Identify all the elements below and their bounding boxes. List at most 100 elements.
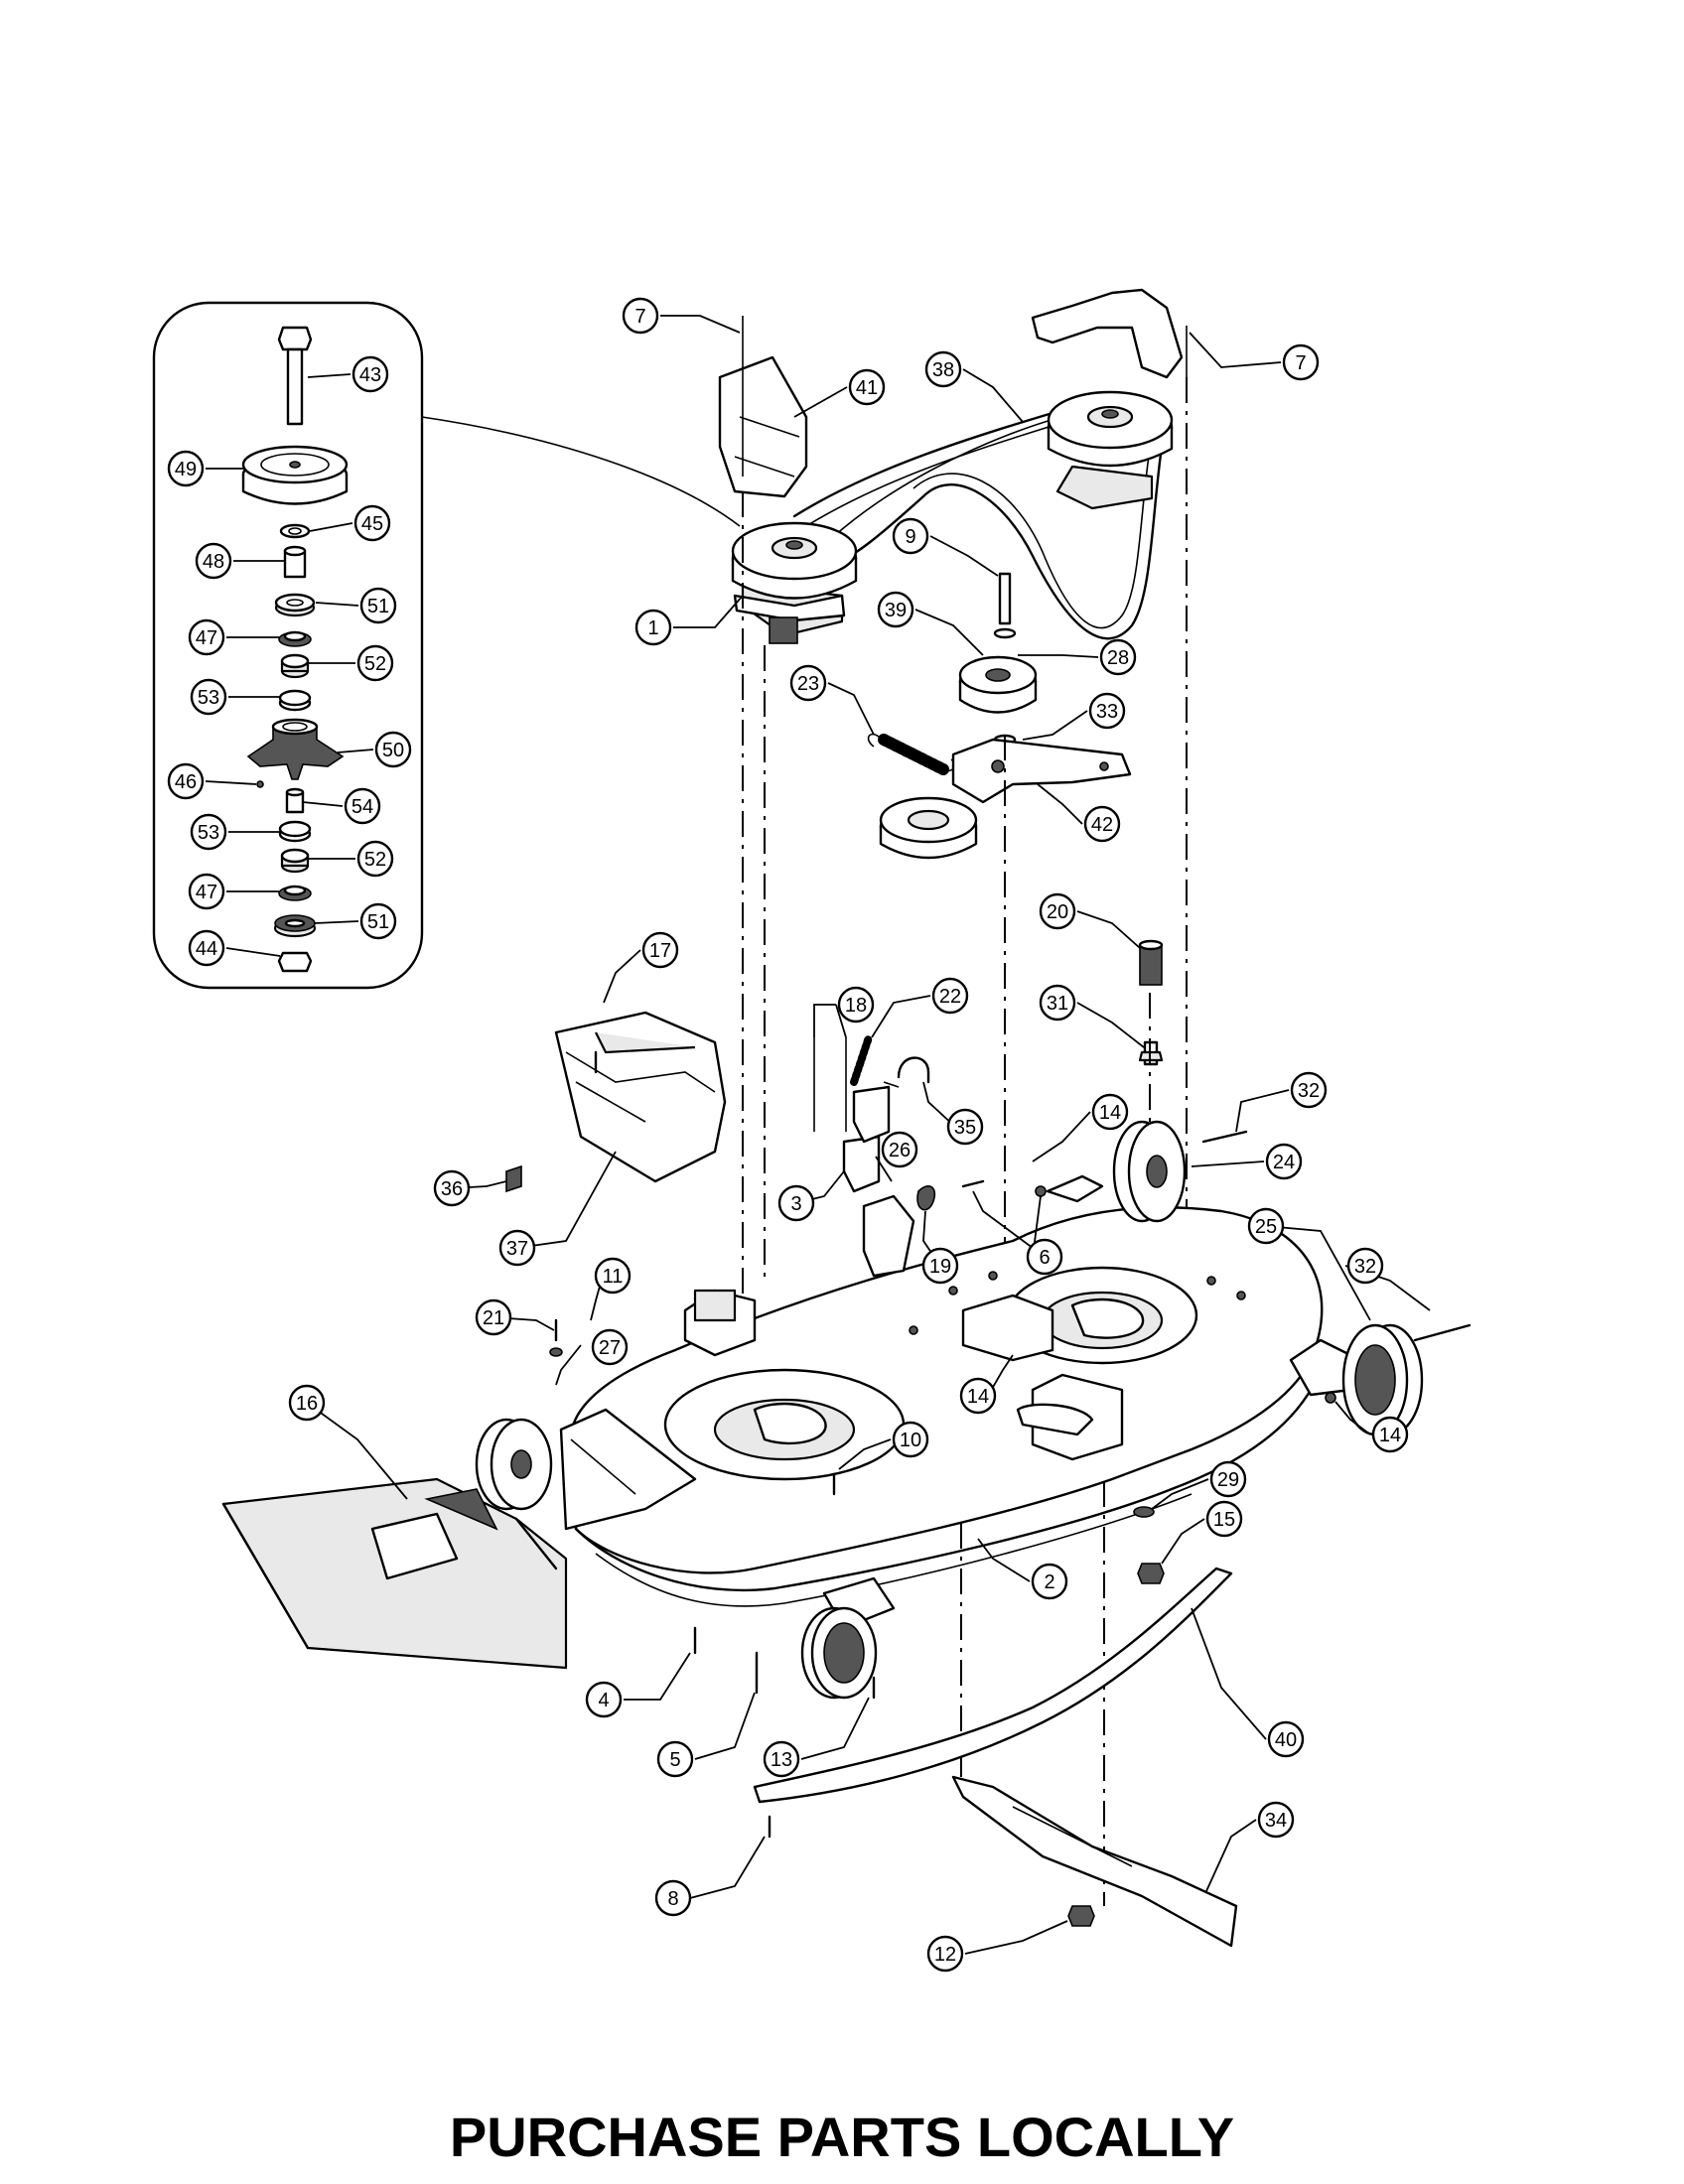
callout-c35: 35 bbox=[946, 1108, 984, 1146]
spindle-housing-50 bbox=[246, 718, 345, 780]
idler-assembly bbox=[958, 572, 1038, 746]
callout-c47a: 47 bbox=[188, 618, 225, 656]
callout-number: 5 bbox=[669, 1749, 680, 1771]
callout-circle bbox=[190, 813, 227, 851]
callout-circle bbox=[190, 678, 227, 716]
spindle-pulley-49 bbox=[241, 445, 349, 505]
race-53a bbox=[278, 689, 312, 712]
callout-number: 48 bbox=[203, 551, 224, 573]
callout-c47b: 47 bbox=[188, 873, 225, 910]
callout-circle bbox=[1257, 1801, 1295, 1839]
callout-c40: 40 bbox=[1267, 1720, 1305, 1758]
callout-c23: 23 bbox=[789, 664, 827, 702]
callout-c14b: 14 bbox=[959, 1377, 997, 1415]
callout-c2: 2 bbox=[1031, 1563, 1068, 1600]
callout-c4: 4 bbox=[585, 1681, 623, 1718]
callout-circle bbox=[946, 1108, 984, 1146]
callout-number: 54 bbox=[351, 796, 373, 818]
callout-number: 36 bbox=[441, 1178, 463, 1200]
callout-circle bbox=[433, 1169, 471, 1207]
callout-c10: 10 bbox=[892, 1421, 929, 1458]
callout-c7b: 7 bbox=[1282, 343, 1320, 381]
callout-circle bbox=[1083, 805, 1121, 843]
callout-c41: 41 bbox=[848, 368, 886, 406]
callout-circle bbox=[1039, 892, 1076, 930]
callout-circle bbox=[1282, 343, 1320, 381]
callout-circle bbox=[356, 644, 394, 682]
callout-number: 13 bbox=[771, 1749, 792, 1771]
callout-circle bbox=[931, 977, 969, 1015]
callout-c50: 50 bbox=[374, 731, 412, 768]
callout-number: 45 bbox=[361, 513, 383, 535]
baffle-40 bbox=[753, 1567, 1233, 1804]
callout-c53a: 53 bbox=[190, 678, 227, 716]
callout-circle bbox=[353, 504, 391, 542]
callout-number: 47 bbox=[196, 882, 217, 903]
callout-number: 16 bbox=[296, 1393, 318, 1415]
callout-number: 7 bbox=[634, 306, 645, 328]
callout-circle bbox=[641, 931, 679, 969]
callout-c32b: 32 bbox=[1346, 1247, 1384, 1285]
callout-circle bbox=[195, 542, 232, 580]
axle-bolt-32a bbox=[1201, 1130, 1248, 1144]
callout-circle bbox=[1091, 1093, 1129, 1131]
belt-shield-41 bbox=[718, 355, 808, 498]
callout-c11: 11 bbox=[594, 1257, 632, 1295]
callout-number: 12 bbox=[934, 1944, 956, 1966]
fasteners bbox=[549, 1050, 1336, 1927]
callout-number: 53 bbox=[198, 687, 219, 709]
callout-c54: 54 bbox=[344, 787, 381, 825]
callout-c34: 34 bbox=[1257, 1801, 1295, 1839]
footer-purchase-note: PURCHASE PARTS LOCALLY bbox=[449, 2106, 1235, 2168]
callout-number: 18 bbox=[845, 995, 867, 1017]
deflector-37 bbox=[554, 1011, 727, 1183]
callout-c51b: 51 bbox=[359, 902, 397, 940]
callout-circle bbox=[926, 1935, 964, 1973]
callout-circle bbox=[837, 986, 875, 1024]
callout-c17: 17 bbox=[641, 931, 679, 969]
callout-c13: 13 bbox=[763, 1740, 800, 1778]
callout-circle bbox=[892, 517, 929, 555]
callout-number: 41 bbox=[856, 377, 878, 399]
gauge-wheel-24 bbox=[1112, 1120, 1187, 1223]
callout-number: 35 bbox=[954, 1117, 976, 1139]
callout-circle bbox=[498, 1229, 536, 1267]
callout-number: 1 bbox=[647, 617, 658, 639]
callout-c14c: 14 bbox=[1371, 1416, 1409, 1453]
lift-link-parts bbox=[813, 1033, 930, 1132]
axle-bolt-32b bbox=[1413, 1323, 1472, 1342]
callout-c33: 33 bbox=[1088, 692, 1126, 730]
spring-bolt-36 bbox=[505, 1164, 522, 1193]
gauge-wheel-front bbox=[800, 1576, 896, 1700]
callout-number: 46 bbox=[175, 771, 197, 793]
callout-number: 38 bbox=[932, 359, 954, 381]
callout-circle bbox=[1290, 1071, 1328, 1109]
right-spindle-pulley bbox=[1047, 390, 1174, 510]
callout-number: 53 bbox=[198, 822, 219, 844]
callout-c20: 20 bbox=[1039, 892, 1076, 930]
callout-number: 19 bbox=[929, 1256, 951, 1278]
callout-number: 15 bbox=[1213, 1509, 1235, 1531]
callout-number: 14 bbox=[1379, 1425, 1401, 1446]
bearing-52b bbox=[280, 848, 310, 874]
callout-number: 33 bbox=[1096, 701, 1118, 723]
callout-number: 21 bbox=[483, 1307, 504, 1329]
callout-c12: 12 bbox=[926, 1935, 964, 1973]
blade-34 bbox=[951, 1775, 1238, 1948]
idler-arm-42 bbox=[879, 738, 1132, 860]
callout-circle bbox=[288, 1384, 326, 1422]
idler-spring-23 bbox=[867, 733, 955, 775]
seal-47b bbox=[278, 885, 312, 901]
callout-number: 23 bbox=[797, 673, 819, 695]
callout-circle bbox=[1371, 1416, 1409, 1453]
belt-shield-right bbox=[1031, 288, 1184, 379]
callout-number: 3 bbox=[790, 1193, 801, 1215]
callout-c8: 8 bbox=[654, 1879, 692, 1917]
callout-circle bbox=[1026, 1238, 1063, 1276]
mower-deck-2 bbox=[559, 1085, 1362, 1607]
nut-44 bbox=[277, 951, 313, 973]
callout-number: 52 bbox=[364, 653, 386, 675]
callout-circle bbox=[475, 1298, 512, 1336]
